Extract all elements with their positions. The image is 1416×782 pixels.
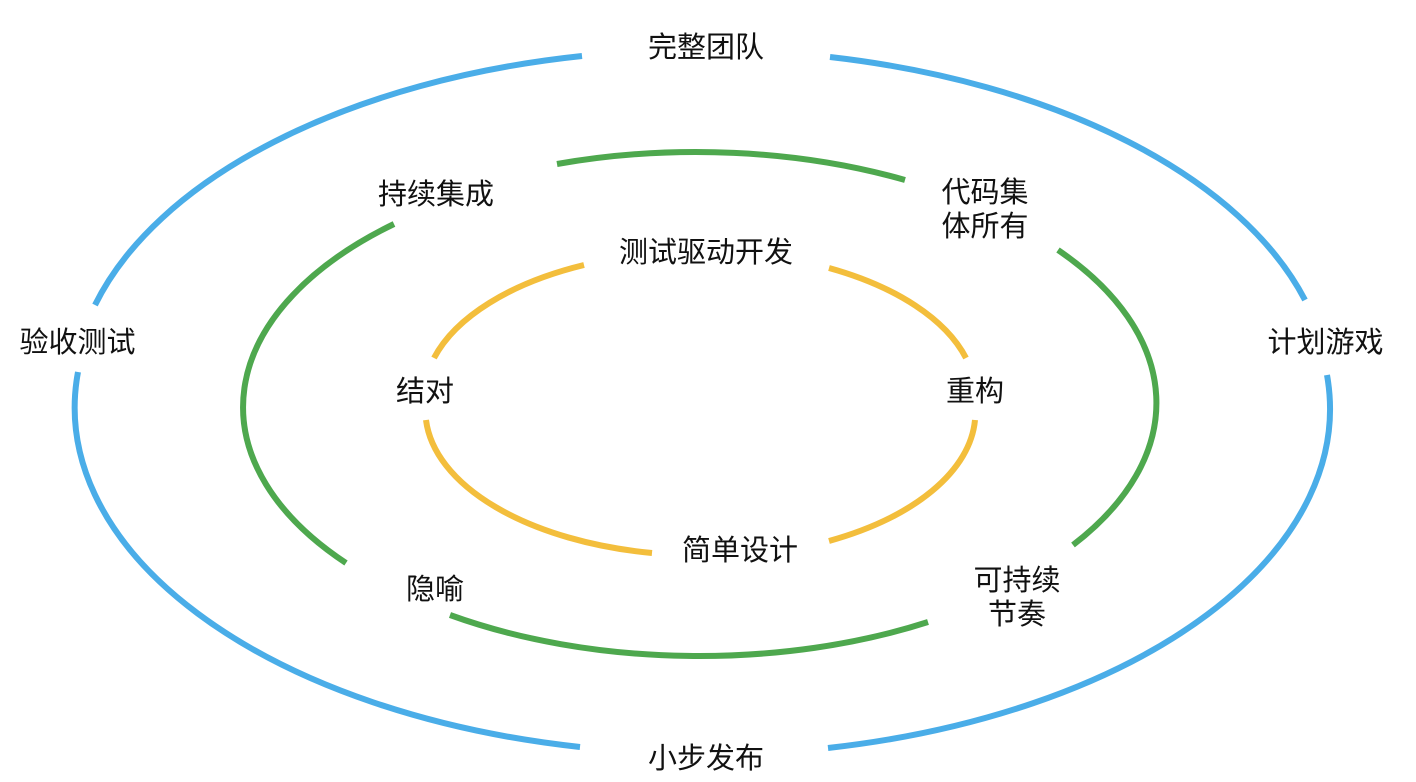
label-collective-ownership-line2: 体所有 [941,209,1029,243]
label-sustainable-pace: 可持续 节奏 [942,563,1092,631]
middle-ring-arc-right [1056,247,1160,548]
middle-ring [240,149,1160,660]
label-acceptance-tests: 验收测试 [0,325,155,359]
outer-ring-arc-bottom-left [71,371,581,750]
label-whole-team-text: 完整团队 [647,30,764,64]
label-small-releases: 小步发布 [606,741,806,775]
label-continuous-integration-text: 持续集成 [377,177,494,211]
inner-ring-arc-top-right [828,265,969,360]
label-planning-game-text: 计划游戏 [1267,325,1384,359]
label-metaphor-text: 隐喻 [405,572,464,606]
label-tdd-text: 测试驱动开发 [618,235,793,269]
outer-ring-arc-top-right [829,54,1308,302]
label-collective-ownership: 代码集 体所有 [910,175,1060,243]
outer-ring [71,53,1334,751]
inner-ring-arc-bottom-right [828,419,978,544]
label-sustainable-pace-line1: 可持续 [973,563,1061,597]
label-metaphor: 隐喻 [380,572,490,606]
outer-ring-arc-bottom-right [827,374,1334,751]
label-sustainable-pace-line2: 节奏 [987,597,1046,631]
label-continuous-integration: 持续集成 [356,177,516,211]
label-small-releases-text: 小步发布 [647,741,764,775]
label-simple-design-text: 简单设计 [681,533,798,567]
label-acceptance-tests-text: 验收测试 [19,325,136,359]
label-pairing: 结对 [370,374,480,408]
label-pairing-text: 结对 [395,374,454,408]
inner-ring-arc-bottom-left [423,419,653,556]
inner-ring-arc-top-left [431,262,585,360]
label-simple-design: 简单设计 [640,533,840,567]
label-refactoring-text: 重构 [945,374,1004,408]
middle-ring-arc-bottom [448,612,929,660]
middle-ring-arc-left [240,221,396,566]
outer-ring-arc-top-left [92,53,583,307]
label-planning-game: 计划游戏 [1248,325,1403,359]
label-refactoring: 重构 [920,374,1030,408]
label-whole-team: 完整团队 [606,30,806,64]
label-collective-ownership-line1: 代码集 [941,175,1029,209]
middle-ring-arc-top [556,149,906,183]
inner-ring [423,262,978,556]
label-tdd: 测试驱动开发 [586,235,826,269]
